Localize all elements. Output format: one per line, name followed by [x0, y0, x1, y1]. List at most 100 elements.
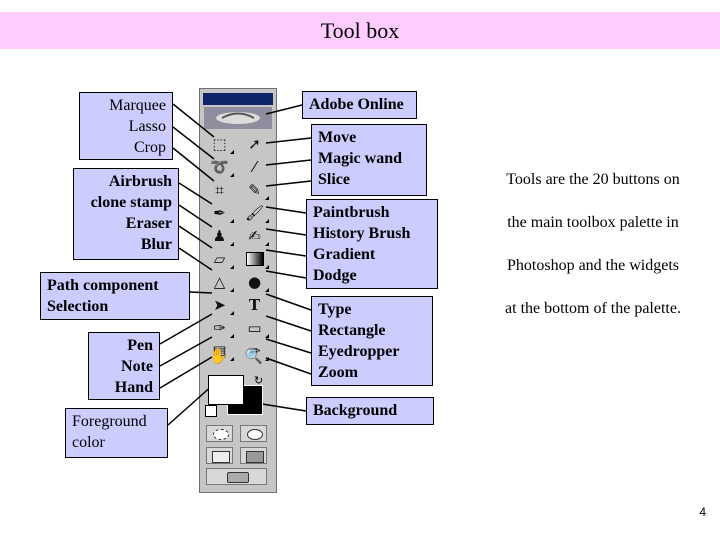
swap-colors-icon[interactable]: ↻	[254, 374, 264, 387]
leader-eraser	[178, 225, 213, 249]
pen-icon: ✑	[213, 319, 226, 337]
label-color: color	[72, 434, 105, 451]
move-icon: ➚	[248, 135, 261, 153]
airbrush-icon: ✒	[213, 204, 226, 222]
label-eyedropper: Eyedropper	[318, 343, 400, 360]
notes-tool[interactable]: ▤	[204, 340, 235, 362]
full-screen-mode-button[interactable]	[240, 447, 267, 464]
leader-foreground	[167, 383, 215, 426]
gradient-icon	[245, 252, 264, 266]
lasso-tool[interactable]: ➰	[204, 156, 235, 178]
leader-hand	[159, 356, 213, 389]
leader-history-brush	[265, 228, 307, 236]
slice-tool[interactable]: ✎	[239, 179, 270, 201]
leader-blur	[178, 247, 213, 271]
label-gradient: Gradient	[313, 246, 376, 263]
label-type-group: Type Rectangle Eyedropper Zoom	[311, 296, 433, 386]
clone-stamp-tool[interactable]: ♟	[204, 225, 235, 247]
type-tool[interactable]: T	[239, 294, 270, 316]
jump-to-imageready-button[interactable]	[206, 468, 267, 485]
label-paintbrush: Paintbrush	[313, 204, 390, 221]
blur-tool[interactable]: △	[204, 271, 235, 293]
history-brush-icon: ✍	[248, 227, 261, 245]
crop-icon: ⌗	[215, 181, 224, 199]
page-number: 4	[699, 505, 706, 519]
label-magic-wand: Magic wand	[318, 150, 402, 167]
jump-to-imageready-icon	[227, 472, 249, 483]
label-dodge: Dodge	[313, 267, 357, 284]
label-airbrush-group: Airbrush clone stamp Eraser Blur	[73, 168, 179, 260]
leader-gradient	[265, 249, 307, 257]
leader-slice	[265, 180, 312, 187]
gradient-tool[interactable]	[239, 248, 270, 270]
zoom-icon: 🔍	[244, 347, 263, 365]
leader-lasso	[172, 126, 215, 160]
label-slice: Slice	[318, 171, 350, 188]
quick-mask-mode-button[interactable]	[240, 425, 267, 442]
magic-wand-icon: ⁄	[253, 158, 256, 176]
screen-mode-icon	[212, 451, 230, 463]
toolbox-title-bar[interactable]	[203, 93, 273, 105]
label-lasso: Lasso	[128, 118, 166, 135]
label-type: Type	[318, 301, 352, 318]
label-path-group: Path component Selection	[40, 272, 190, 320]
label-zoom: Zoom	[318, 364, 358, 381]
airbrush-tool[interactable]: ✒	[204, 202, 235, 224]
path-selection-icon: ➤	[213, 296, 226, 314]
leader-clone-stamp	[178, 204, 213, 228]
screen-mode-button[interactable]	[206, 447, 233, 464]
hand-icon: ✋	[209, 347, 228, 365]
label-airbrush: Airbrush	[108, 173, 172, 190]
label-foreground-group: Foreground color	[65, 408, 168, 458]
label-blur: Blur	[140, 236, 172, 253]
pen-tool[interactable]: ✑	[204, 317, 235, 339]
label-clone-stamp: clone stamp	[90, 194, 172, 211]
leader-path-selection	[189, 291, 213, 294]
hand-tool-button[interactable]: ✋	[203, 345, 234, 367]
type-icon: T	[248, 296, 261, 314]
adobe-online-icon	[216, 112, 260, 124]
path-selection-tool[interactable]: ➤	[204, 294, 235, 316]
paintbrush-tool[interactable]: 🖌	[239, 202, 270, 224]
move-tool[interactable]: ➚	[239, 133, 270, 155]
leader-pen	[159, 313, 213, 345]
eraser-tool[interactable]: ▱	[204, 248, 235, 270]
description-line-3: Photoshop and the widgets	[507, 257, 679, 274]
color-swatches: ↻	[203, 372, 271, 420]
standard-mode-button[interactable]	[206, 425, 233, 442]
eyedropper-icon: ✏	[248, 342, 261, 360]
dodge-icon: ●	[247, 273, 262, 291]
label-paintbrush-group: Paintbrush History Brush Gradient Dodge	[306, 199, 438, 289]
dodge-tool[interactable]: ●	[239, 271, 270, 293]
page-title: Tool box	[320, 18, 400, 43]
label-rectangle: Rectangle	[318, 322, 386, 339]
default-colors-icon[interactable]	[205, 405, 217, 417]
marquee-tool[interactable]: ⬚	[204, 133, 235, 155]
label-background: Background	[306, 397, 434, 425]
description-line-1: Tools are the 20 buttons on	[506, 171, 680, 188]
foreground-color-swatch[interactable]	[208, 375, 244, 405]
label-pen: Pen	[127, 337, 153, 354]
crop-tool[interactable]: ⌗	[204, 179, 235, 201]
full-screen-mode-icon	[246, 451, 264, 463]
leader-adobe-online	[265, 104, 303, 115]
magic-wand-tool[interactable]: ⁄	[239, 156, 270, 178]
label-path-component: Path component	[47, 277, 159, 294]
leader-rectangle	[265, 315, 312, 332]
lasso-icon: ➰	[210, 158, 229, 176]
leader-type	[265, 293, 312, 311]
leader-magic-wand	[265, 159, 312, 166]
leader-zoom	[265, 357, 312, 375]
label-background-text: Background	[313, 402, 398, 419]
adobe-online-button[interactable]	[204, 107, 272, 129]
rectangle-icon: ▭	[247, 319, 262, 337]
history-brush-tool[interactable]: ✍	[239, 225, 270, 247]
label-move-group: Move Magic wand Slice	[311, 124, 427, 196]
blur-icon: △	[213, 273, 226, 291]
label-adobe-online: Adobe Online	[302, 91, 417, 119]
rectangle-tool[interactable]: ▭	[239, 317, 270, 339]
zoom-tool-button[interactable]: 🔍	[238, 345, 269, 367]
marquee-icon: ⬚	[212, 135, 227, 153]
slice-icon: ✎	[248, 181, 261, 199]
label-marquee: Marquee	[109, 97, 166, 114]
